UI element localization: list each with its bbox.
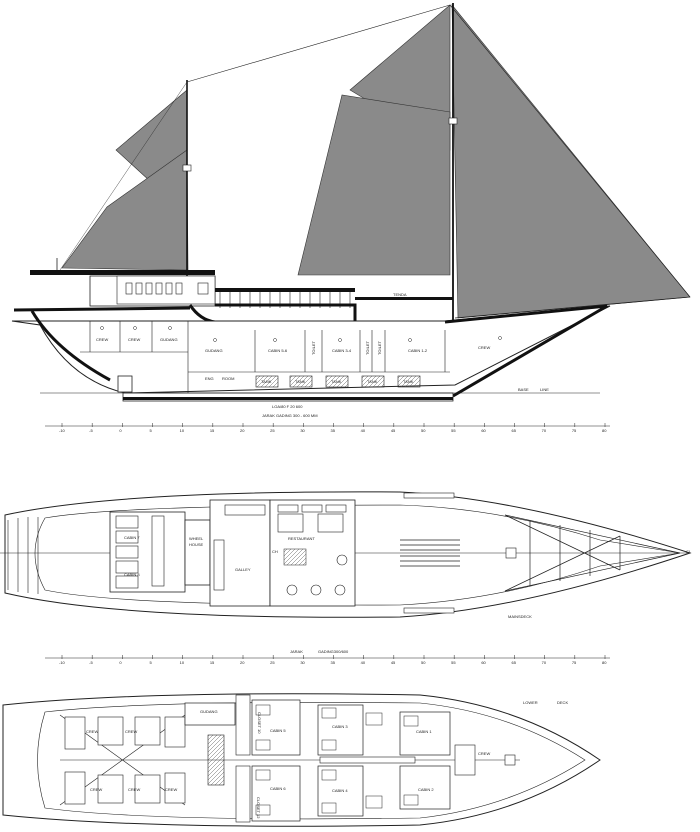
main-deck-plan: CABIN 7 CABIN 8 WHEEL HOUSE GALLEY RESTA… — [0, 491, 692, 665]
label-lower: LOWER — [523, 700, 538, 705]
label-cabin6: CABIN 6 — [270, 786, 286, 791]
ruler-tick-label: 15 — [210, 428, 215, 433]
label-gudang: GUDANG — [200, 709, 218, 714]
label-crew-6: CREW — [478, 751, 490, 756]
label-toilet-a: TOILET — [311, 341, 316, 355]
label-cabin8: CABIN 8 — [124, 572, 140, 577]
label-gudang2: GUDANG — [205, 348, 223, 353]
label-cabin4: CABIN 4 — [332, 788, 348, 793]
label-cabin1: CABIN 1 — [416, 729, 432, 734]
ruler-tick-label: 20 — [240, 428, 245, 433]
label-gudang: GUDANG — [160, 337, 178, 342]
label-crew-b: CREW — [128, 337, 140, 342]
label-tank-1: TANK — [261, 379, 272, 384]
label-crew-a: CREW — [96, 337, 108, 342]
label-eng: ENG — [205, 376, 214, 381]
label-base: BASE — [518, 387, 529, 392]
label-room: ROOM — [222, 376, 234, 381]
ruler-tick-label: 40 — [361, 428, 366, 433]
hull-outline — [11, 305, 611, 394]
ruler-tick-label: 35 — [331, 660, 336, 665]
ruler-tick-label: 5 — [150, 428, 153, 433]
ruler-tick-label: 70 — [542, 428, 547, 433]
ruler-tick-label: 45 — [391, 660, 396, 665]
side-ruler: -10 -5 0 5 10 15 20 25 30 35 40 45 50 55 60 65 70 75 80 — [59, 423, 607, 433]
ruler-tick-label: 65 — [512, 660, 517, 665]
label-wheel: WHEEL — [189, 536, 204, 541]
label-loa: LOA/80 F 20 600 — [272, 404, 303, 409]
label-galley: GALLEY — [235, 567, 251, 572]
ruler-tick-label: -10 — [59, 660, 66, 665]
label-line: LINE — [540, 387, 549, 392]
ruler-tick-label: -10 — [59, 428, 66, 433]
ruler-tick-label: 80 — [602, 428, 607, 433]
ruler-tick-label: 55 — [451, 428, 456, 433]
label-crew-5: CREW — [165, 787, 177, 792]
ruler-tick-label: 60 — [481, 660, 486, 665]
label-cabin7: CABIN 7 — [124, 535, 140, 540]
jib-sail — [451, 4, 691, 319]
label-cl: CL — [686, 549, 692, 554]
ruler-tick-label: 10 — [180, 660, 185, 665]
label-gading: GADING300/600 — [318, 649, 349, 654]
label-tank-2: TANK — [295, 379, 306, 384]
ruler-tick-label: 30 — [300, 660, 305, 665]
fore-mainsail — [61, 149, 189, 271]
label-jarak-gading: JARAK GADING 300 - 600 MM — [262, 413, 318, 418]
ruler-tick-label: 10 — [180, 428, 185, 433]
ruler-tick-label: 55 — [451, 660, 456, 665]
label-cabin12: CABIN 1-2 — [408, 348, 428, 353]
ruler-tick-label: 60 — [481, 428, 486, 433]
label-crew-2: CREW — [125, 729, 137, 734]
label-ch: CH — [272, 549, 278, 554]
ruler-tick-label: 65 — [512, 428, 517, 433]
label-toilet-b: TOILET — [365, 341, 370, 355]
label-closet-12: CLOSET 12 — [256, 797, 261, 819]
label-jarak: JARAK — [290, 649, 303, 654]
label-mainsdeck: MAINSDECK — [508, 614, 532, 619]
ruler-tick-label: 25 — [270, 428, 275, 433]
label-tank-5: TANK — [403, 379, 414, 384]
ruler-tick-label: 45 — [391, 428, 396, 433]
label-tank-3: TANK — [331, 379, 342, 384]
main-mainsail — [297, 94, 451, 276]
label-restaurant: RESTAURANT — [288, 536, 315, 541]
label-cabin5: CABIN 5 — [270, 728, 286, 733]
ruler-tick-label: 30 — [300, 428, 305, 433]
ruler-tick-label: -5 — [89, 428, 93, 433]
label-crew-1: CREW — [86, 729, 98, 734]
label-crew-3: CREW — [90, 787, 102, 792]
label-deck: DECK — [557, 700, 568, 705]
label-house: HOUSE — [189, 542, 204, 547]
ruler-tick-label: 70 — [542, 660, 547, 665]
label-toilet-c: TOILET — [377, 341, 382, 355]
label-tenda: TENDA — [393, 292, 407, 297]
ruler-tick-label: 35 — [331, 428, 336, 433]
ruler-tick-label: 75 — [572, 428, 577, 433]
ruler-tick-label: 0 — [119, 660, 122, 665]
ruler-tick-label: 25 — [270, 660, 275, 665]
label-cabin2: CABIN 2 — [418, 787, 434, 792]
label-closet-10: CLOSET 10 — [257, 712, 262, 734]
ruler-tick-label: 0 — [119, 428, 122, 433]
ruler-tick-label: 20 — [240, 660, 245, 665]
ruler-tick-label: 15 — [210, 660, 215, 665]
label-crew-c: CREW — [478, 345, 490, 350]
lower-deck-plan: LOWER DECK GUDANG CREW CREW CREW CREW CR… — [2, 693, 601, 827]
ruler-tick-label: 40 — [361, 660, 366, 665]
label-cabin34: CABIN 3-4 — [332, 348, 352, 353]
label-crew-4: CREW — [128, 787, 140, 792]
main-deck-ruler: -10 -5 0 5 10 15 20 25 30 35 40 45 50 55 60 65 70 75 80 — [59, 655, 607, 665]
side-elevation: TENDA CREW CREW GUDANG GUDANG CABIN 5-6 … — [11, 3, 691, 433]
ruler-tick-label: 80 — [602, 660, 607, 665]
label-tank-4: TANK — [367, 379, 378, 384]
ruler-tick-label: 50 — [421, 428, 426, 433]
ruler-tick-label: -5 — [89, 660, 93, 665]
ruler-tick-label: 75 — [572, 660, 577, 665]
label-cabin56: CABIN 5-6 — [268, 348, 288, 353]
ruler-tick-label: 5 — [150, 660, 153, 665]
ruler-tick-label: 50 — [421, 660, 426, 665]
label-cabin3: CABIN 3 — [332, 724, 348, 729]
